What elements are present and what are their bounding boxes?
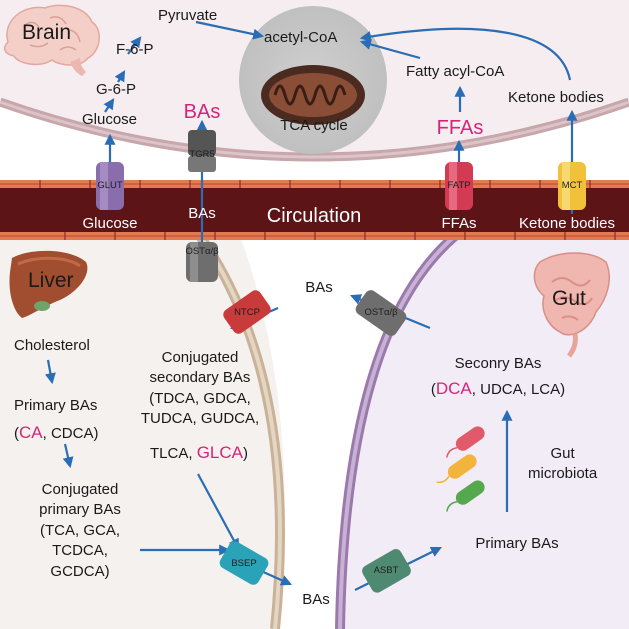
ketone-bodies-circulation-label: Ketone bodies [519, 215, 615, 232]
bsep-transporter [219, 541, 269, 585]
ntcp-transporter [223, 290, 271, 334]
glca-label: GLCA [196, 443, 243, 462]
brain-region-title: Brain [22, 21, 72, 44]
liver-icon [9, 250, 88, 318]
liver-region-title: Liver [28, 269, 74, 292]
bacteria-icon [436, 426, 485, 512]
fatp-transporter [445, 162, 473, 210]
cholesterol-label: Cholesterol [14, 337, 90, 354]
ost-top-label: OSTα/β [185, 246, 219, 257]
gut-region-title: Gut [552, 287, 586, 310]
mct-label: MCT [561, 180, 583, 191]
ca-label: CA [19, 423, 43, 442]
glucose-circulation-label: Glucose [82, 215, 138, 232]
asbt-label: ASBT [373, 565, 399, 576]
tgr5-receptor [188, 130, 216, 172]
glucose-brain-label: Glucose [82, 111, 138, 128]
bas-brain-label: BAs [183, 101, 221, 123]
primary-bas-members: (CA, CDCA) [14, 423, 99, 442]
tca-cycle-label: TCA cycle [280, 117, 348, 134]
circulation-label: Circulation [266, 205, 362, 227]
gut-microbiota-label: Gut microbiota [528, 445, 598, 483]
asbt-transporter [362, 549, 411, 593]
mct-transporter [558, 162, 586, 210]
f6p-label: F-6-P [116, 41, 154, 58]
ntcp-label: NTCP [234, 307, 260, 318]
pyruvate-label: Pyruvate [158, 7, 218, 24]
fatty-acyl-coa-label: Fatty acyl-CoA [406, 63, 505, 80]
ost-gut-label: OSTα/β [364, 307, 398, 318]
g6p-label: G-6-P [96, 81, 137, 98]
acetyl-coa-label: acetyl-CoA [264, 29, 338, 46]
glut-transporter [96, 162, 124, 210]
fatp-label: FATP [447, 180, 471, 191]
ffas-circulation-label: FFAs [441, 215, 477, 232]
mitochondrion-icon [261, 65, 365, 125]
ffas-brain-label: FFAs [436, 117, 484, 139]
bas-middle-bottom-label: BAs [302, 591, 330, 608]
primary-bas-liver-label: Primary BAs [14, 397, 98, 414]
intestine-icon [533, 252, 610, 358]
primary-bas-gut-label: Primary BAs [475, 535, 559, 552]
secondary-bas-label: Seconry BAs [454, 355, 542, 372]
ketone-bodies-brain-label: Ketone bodies [508, 89, 604, 106]
bas-middle-top-label: BAs [305, 279, 333, 296]
ost-transporter-top [186, 242, 218, 282]
conjugated-secondary-last-line: TLCA, GLCA) [150, 443, 248, 462]
brain-icon [3, 4, 100, 76]
bas-circulation-label: BAs [188, 205, 216, 222]
secondary-bas-members: (DCA, UDCA, LCA) [430, 379, 566, 398]
conjugated-secondary-bas-label: Conjugated secondary BAs (TDCA, GDCA, TU… [140, 349, 260, 428]
conjugated-primary-bas-label: Conjugated primary BAs (TCA, GCA, TCDCA,… [39, 481, 121, 580]
dca-label: DCA [435, 379, 472, 398]
glut-label: GLUT [97, 180, 123, 191]
bsep-label: BSEP [231, 558, 257, 569]
ost-transporter-gut [355, 290, 407, 336]
tgr5-label: TGR5 [189, 149, 215, 160]
